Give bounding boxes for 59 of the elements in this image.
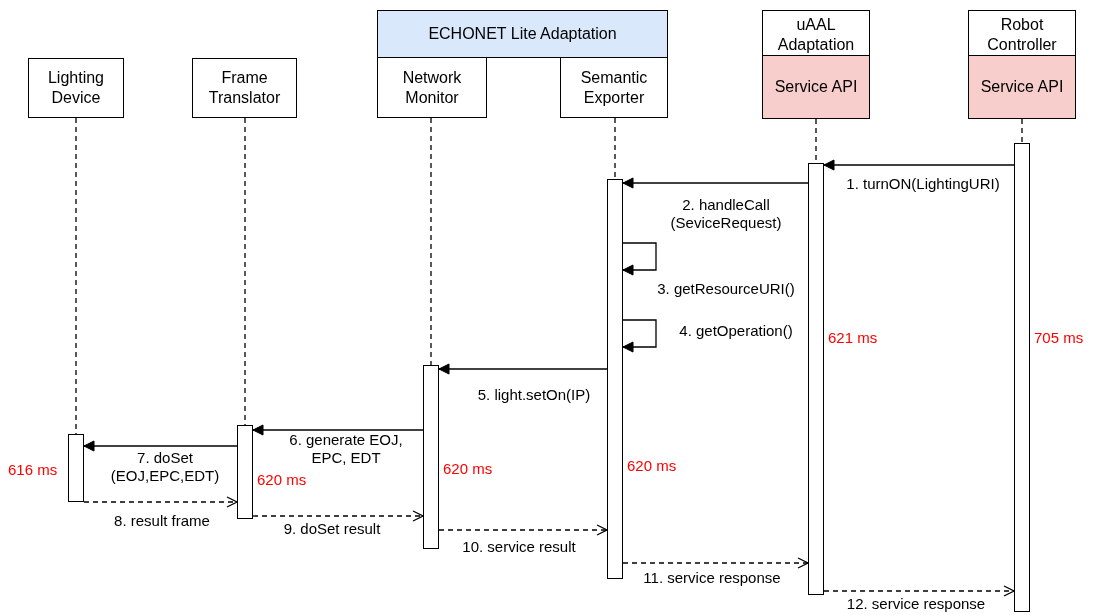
edge-label: 4. getOperation() (678, 322, 794, 340)
self-message-arrow (622, 242, 657, 276)
participant-box (377, 57, 487, 118)
interface-box (968, 55, 1076, 119)
activation-bar (808, 163, 824, 595)
participant-box (28, 58, 124, 118)
participant-name: Semantic Exporter (579, 67, 649, 108)
participant-box (968, 10, 1076, 118)
edge-label: 3. getResourceURI() (656, 280, 796, 298)
participant-name: Robot Controller (986, 15, 1058, 55)
edge-label: 6. generate EOJ, EPC, EDT (288, 431, 404, 467)
participant-name: uAAL Adaptation (776, 15, 856, 55)
return-arrow (252, 510, 424, 522)
duration-label: 621 ms (828, 329, 878, 346)
participant-name: Frame Translator (207, 68, 282, 108)
lifeline (244, 117, 246, 426)
self-message-arrow (622, 319, 657, 353)
edge-label: 11. service response (642, 569, 782, 587)
lifeline (430, 117, 432, 366)
lifeline (614, 117, 616, 180)
message-arrow (823, 159, 1015, 171)
participant-box (192, 58, 297, 118)
participant-box (560, 57, 668, 118)
edge-label: 5. light.setOn(IP) (476, 386, 592, 404)
return-arrow (622, 557, 809, 569)
activation-bar (237, 425, 253, 519)
activation-bar (1014, 143, 1030, 612)
return-arrow (83, 496, 238, 508)
participant-name: Service API (979, 77, 1065, 97)
message-arrow (622, 177, 809, 189)
group-header-band (377, 10, 668, 58)
message-arrow (252, 424, 424, 436)
duration-label: 620 ms (443, 460, 493, 477)
duration-label: 616 ms (8, 461, 58, 478)
edge-label: 9. doSet result (282, 520, 382, 538)
edge-label: 10. service result (461, 538, 577, 556)
duration-label: 620 ms (257, 471, 307, 488)
activation-bar (423, 365, 439, 549)
message-arrow (83, 440, 238, 452)
interface-box (762, 55, 870, 119)
edge-label: 2. handleCall (SeviceRequest) (669, 196, 783, 232)
participant-name: Lighting Device (46, 68, 105, 108)
participant-name: Service API (773, 77, 859, 97)
duration-label: 620 ms (627, 457, 677, 474)
message-arrow (438, 363, 608, 375)
activation-bar (68, 434, 84, 502)
activation-bar (607, 179, 623, 579)
lifeline (1021, 118, 1023, 144)
lifeline (75, 117, 77, 435)
group-title: ECHONET Lite Adaptation (427, 24, 618, 44)
return-arrow (438, 524, 608, 536)
edge-label: 8. result frame (113, 512, 211, 530)
participant-box (762, 10, 870, 118)
return-arrow (823, 585, 1015, 597)
edge-label: 1. turnON(LightingURI) (845, 175, 1001, 193)
duration-label: 705 ms (1034, 329, 1084, 346)
participant-name: Network Monitor (401, 67, 463, 108)
edge-label: 7. doSet (EOJ,EPC,EDT) (109, 449, 221, 485)
edge-label: 12. service response (845, 595, 987, 613)
